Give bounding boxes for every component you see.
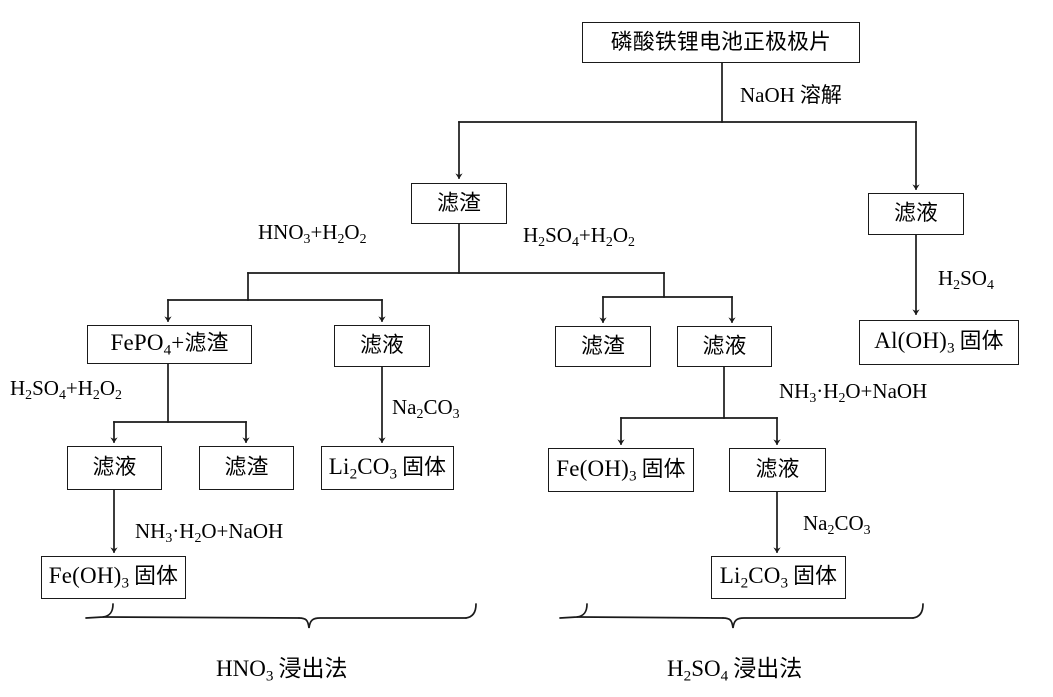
edge-label-h2so4-h2o2-top: H2SO4+H2O2 <box>523 223 635 249</box>
node-residue-hno3-left-label: 滤渣 <box>224 455 269 481</box>
edge-label-nh3h2o-naoh-left: NH3·H2O+NaOH <box>135 519 284 545</box>
edge-label-h2so4-right: H2SO4 <box>938 266 994 292</box>
node-filtrate-hno3-left-label: 滤液 <box>92 455 137 481</box>
edge-label-nh3h2o-naoh-right: NH3·H2O+NaOH <box>779 379 928 405</box>
node-filtrate-hno3-left[interactable]: 滤液 <box>67 446 162 490</box>
edge-label-hno3-h2o2: HNO3+H2O2 <box>258 220 367 246</box>
node-residue-h2so4-label: 滤渣 <box>580 333 626 359</box>
node-filtrate-h2so4[interactable]: 滤液 <box>677 326 772 367</box>
node-root-label: 磷酸铁锂电池正极极片 <box>610 29 832 55</box>
edge-label-h2so4-h2o2-left: H2SO4+H2O2 <box>10 376 122 402</box>
node-filtrate-hno3-mid-label: 滤液 <box>359 333 405 359</box>
node-residue-hno3-left[interactable]: 滤渣 <box>199 446 294 490</box>
node-root-cathode-sheet[interactable]: 磷酸铁锂电池正极极片 <box>582 22 860 63</box>
edge-label-na2co3-right: Na2CO3 <box>803 511 871 537</box>
node-filtrate-right-top-label: 滤液 <box>893 201 939 227</box>
node-fepo4-residue[interactable]: FePO4+滤渣 <box>87 325 252 364</box>
node-filtrate-h2so4-lower-label: 滤液 <box>755 457 800 483</box>
node-filtrate-h2so4-label: 滤液 <box>702 333 747 359</box>
node-filtrate-h2so4-lower[interactable]: 滤液 <box>729 448 826 492</box>
node-residue-main-label: 滤渣 <box>436 190 482 216</box>
edge-label-na2co3-left: Na2CO3 <box>392 395 460 421</box>
node-residue-main[interactable]: 滤渣 <box>411 183 507 224</box>
node-residue-h2so4[interactable]: 滤渣 <box>555 326 651 367</box>
node-fepo4-residue-label: FePO4+滤渣 <box>110 330 229 359</box>
node-filtrate-right-top[interactable]: 滤液 <box>868 193 964 235</box>
node-filtrate-hno3-mid[interactable]: 滤液 <box>334 325 430 367</box>
